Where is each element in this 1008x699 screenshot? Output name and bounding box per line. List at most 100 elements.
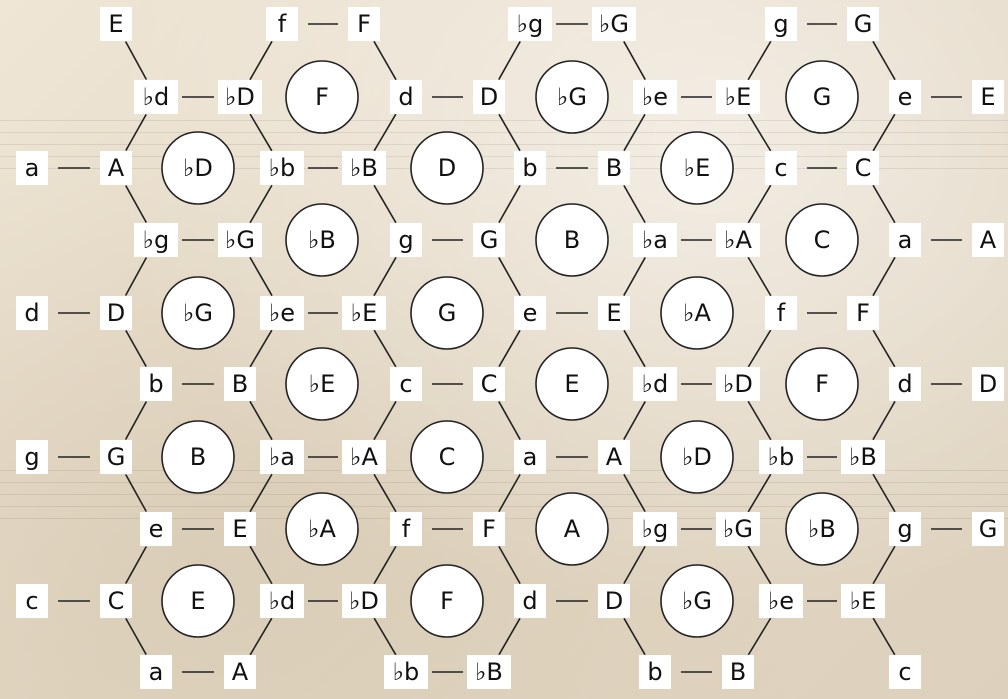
note-vertex-node: ♭e [260, 296, 304, 330]
note-label-box [598, 296, 630, 330]
note-label-box [759, 584, 803, 618]
note-vertex-node: ♭a [260, 440, 304, 474]
triad-circle-node: G [410, 276, 484, 350]
triad-circle-label: E [564, 370, 579, 398]
note-label: F [357, 10, 371, 38]
note-vertex-node: C [473, 367, 505, 401]
note-label-box [889, 223, 921, 257]
lattice-edge [498, 113, 521, 152]
note-label-box [847, 7, 879, 41]
lattice-edge [747, 113, 772, 152]
note-label-box [514, 296, 546, 330]
note-label-box [633, 367, 677, 401]
triad-circle-node: C [410, 420, 484, 494]
triad-circle-label: ♭G [183, 299, 213, 327]
note-vertex-node: A [224, 655, 256, 689]
note-label-box [633, 223, 677, 257]
note-vertex-node: a [889, 223, 921, 257]
note-vertex-node: b [140, 367, 172, 401]
note-label: ♭e [269, 299, 295, 327]
note-label-box [16, 440, 48, 474]
note-label: d [398, 83, 413, 111]
triad-circle-outline [410, 276, 484, 350]
lattice-edge [373, 40, 397, 81]
note-label-box [972, 80, 1004, 114]
triad-circle-label: A [564, 515, 581, 543]
triad-circle-node: F [285, 60, 359, 134]
lattice-edge [249, 329, 273, 368]
note-label: D [107, 299, 125, 327]
note-vertex-node: d [390, 80, 422, 114]
note-label: ♭e [768, 587, 794, 615]
note-label-box [765, 151, 797, 185]
note-vertex-node: ♭E [841, 584, 885, 618]
note-vertex-node: ♭B [342, 151, 386, 185]
note-label-box [633, 512, 677, 546]
note-vertex-node: ♭d [260, 584, 304, 618]
lattice-edge [872, 40, 896, 81]
note-label-box [598, 440, 630, 474]
note-label-box [972, 367, 1004, 401]
note-label: c [399, 370, 412, 398]
note-label: ♭D [723, 370, 753, 398]
note-label-box [140, 512, 172, 546]
note-vertex-node: F [847, 296, 879, 330]
note-label: a [25, 154, 40, 182]
note-label-box [592, 7, 636, 41]
note-vertex-node: ♭G [592, 7, 636, 41]
triad-circle-node: ♭A [660, 276, 734, 350]
note-label-box [16, 584, 48, 618]
note-label: ♭e [642, 83, 668, 111]
note-label-box [266, 7, 298, 41]
note-label: g [897, 515, 912, 543]
lattice-edge [623, 113, 646, 152]
note-vertex-node: d [16, 296, 48, 330]
note-label: C [855, 154, 872, 182]
triad-circle-label: ♭A [683, 299, 711, 327]
triad-circle-outline [161, 276, 235, 350]
note-label-box [260, 440, 304, 474]
note-label-box [224, 512, 256, 546]
note-label-box [633, 80, 677, 114]
note-vertex-node: a [514, 440, 546, 474]
note-label: ♭B [350, 154, 378, 182]
note-vertex-node: ♭A [716, 223, 760, 257]
note-vertex-node: ♭d [633, 367, 677, 401]
note-label-box [390, 223, 422, 257]
triad-circle-outline [161, 564, 235, 638]
note-label: ♭E [351, 299, 377, 327]
note-label-box [598, 151, 630, 185]
lattice-edge [124, 257, 148, 296]
note-vertex-node: f [390, 512, 422, 546]
note-vertex-node: ♭E [342, 296, 386, 330]
note-label: e [149, 515, 164, 543]
lattice-edge [373, 113, 397, 152]
note-label: ♭A [350, 443, 378, 471]
note-vertex-node: E [100, 7, 132, 41]
note-label: f [278, 10, 287, 38]
lattice-edge [498, 617, 521, 656]
triad-circle-outline [285, 347, 359, 421]
note-label-box [889, 80, 921, 114]
note-label-box [889, 512, 921, 546]
triad-circle-label: ♭E [684, 154, 710, 182]
triad-circle-label: G [438, 299, 457, 327]
note-label-box [140, 367, 172, 401]
note-label-box [972, 223, 1004, 257]
triad-circle-outline [285, 203, 359, 277]
note-vertex-node: ♭b [759, 440, 803, 474]
note-label-box [473, 367, 505, 401]
note-vertex-node: a [140, 655, 172, 689]
note-label: A [232, 658, 249, 686]
lattice-edge [747, 329, 772, 368]
lattice-edge [747, 617, 772, 656]
note-vertex-node: d [889, 367, 921, 401]
triad-circle-label: F [440, 587, 454, 615]
note-vertex-node: C [100, 584, 132, 618]
note-vertex-node: d [514, 584, 546, 618]
lattice-edge [623, 545, 646, 585]
lattice-edge [125, 474, 147, 512]
note-label: ♭d [269, 587, 296, 615]
